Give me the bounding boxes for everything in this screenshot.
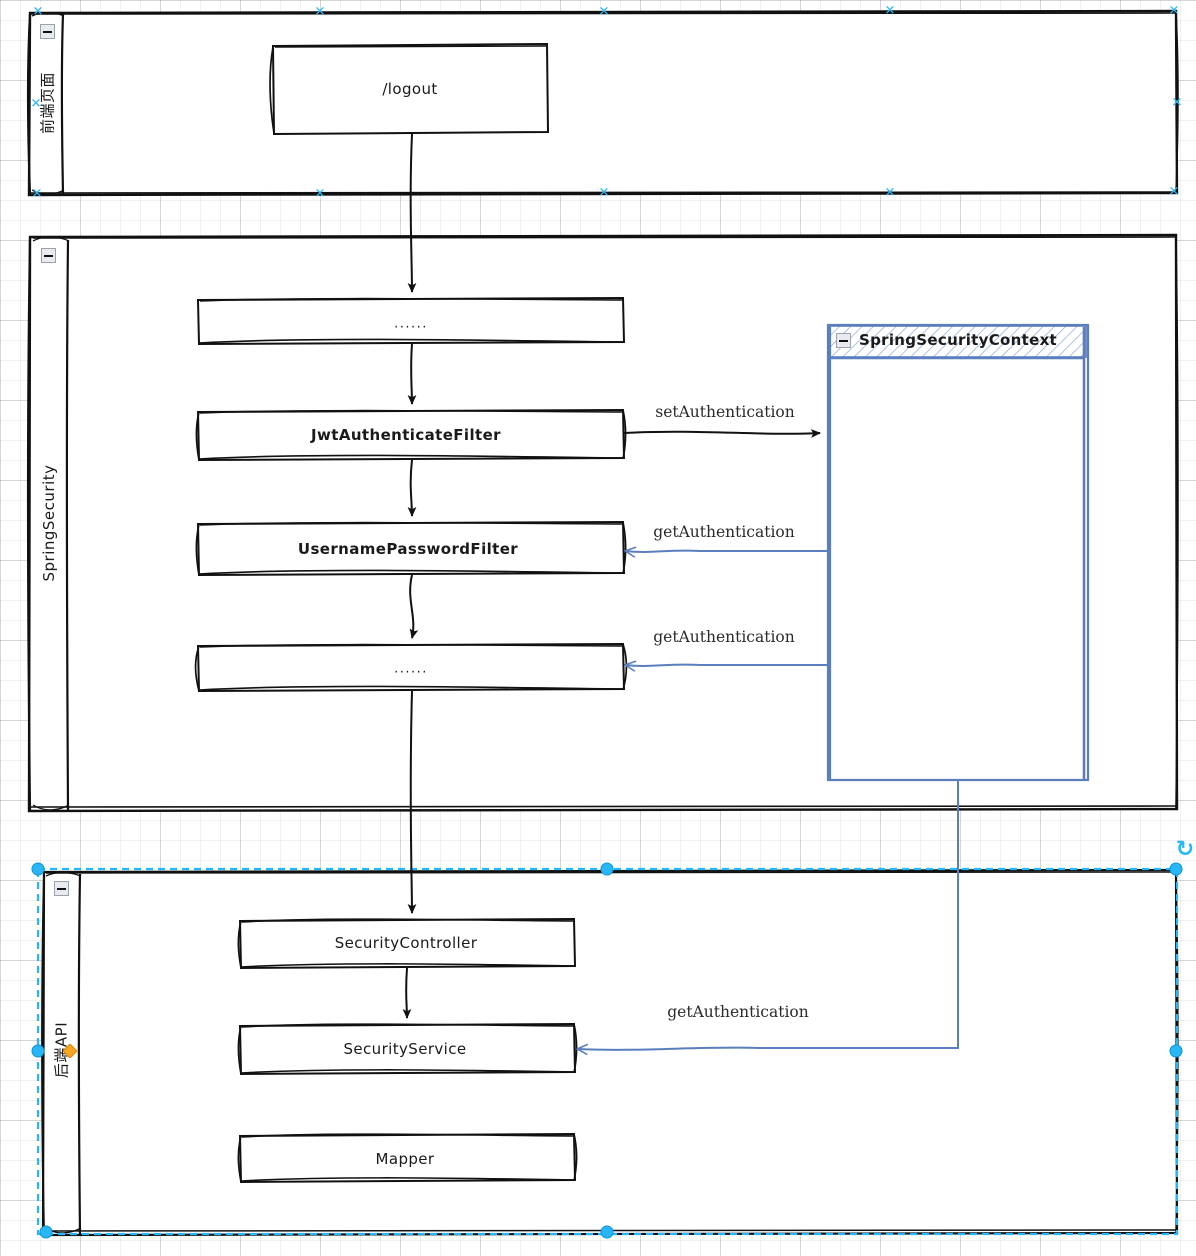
edge-marker-top-1[interactable]: ✕ [314, 4, 326, 20]
edge-marker-right-mid[interactable]: ✕ [1171, 95, 1183, 111]
pool-backend-shape [36, 867, 1179, 1237]
pool-frontend-collapse-icon[interactable] [40, 24, 55, 39]
pool-backend-collapse-icon[interactable] [54, 881, 69, 896]
edge-marker-bottom-left[interactable]: ✕ [31, 186, 43, 202]
node-logout-shape [269, 42, 550, 136]
resize-handle-top-right[interactable] [1169, 862, 1183, 876]
context-collapse-icon[interactable] [836, 333, 851, 348]
edge-marker-bottom-2[interactable]: ✕ [598, 185, 610, 201]
rotate-handle-icon[interactable]: ↻ [1175, 837, 1195, 862]
edge-marker-bottom-1[interactable]: ✕ [314, 186, 326, 202]
resize-handle-bottom-left[interactable] [39, 1225, 53, 1239]
flow-arrows [402, 133, 419, 1019]
node-security-controller-shape [237, 917, 577, 970]
node-dots-2-shape [194, 642, 628, 693]
edge-marker-top-2[interactable]: ✕ [598, 4, 610, 20]
resize-handle-middle-left[interactable] [31, 1044, 45, 1058]
node-spring-security-context-shape [826, 323, 1090, 782]
resize-handle-bottom-center[interactable] [600, 1225, 614, 1239]
edge-get-auth-1-shape [624, 546, 828, 558]
edge-marker-top-left[interactable]: ✕ [32, 4, 44, 20]
edge-marker-top-right[interactable]: ✕ [1168, 3, 1180, 19]
node-dots-1-shape [196, 296, 626, 346]
node-security-service-shape [237, 1022, 578, 1076]
node-mapper-shape [237, 1132, 578, 1184]
edge-marker-top-3[interactable]: ✕ [884, 3, 896, 19]
edge-set-auth-shape [623, 429, 821, 438]
resize-handle-top-center[interactable] [600, 862, 614, 876]
pool-frontend-shape [27, 9, 1179, 197]
edge-marker-left-mid[interactable]: ✕ [30, 96, 42, 112]
edge-marker-bottom-3[interactable]: ✕ [884, 185, 896, 201]
resize-handle-top-left[interactable] [31, 862, 45, 876]
node-username-password-filter-shape [195, 520, 627, 577]
node-jwt-filter-shape [195, 408, 627, 462]
edge-get-auth-3-shape [576, 780, 959, 1056]
pool-springsecurity-collapse-icon[interactable] [41, 248, 56, 263]
edge-marker-bottom-right[interactable]: ✕ [1168, 184, 1180, 200]
resize-handle-middle-right[interactable] [1169, 1044, 1183, 1058]
edge-get-auth-2-shape [624, 660, 828, 672]
